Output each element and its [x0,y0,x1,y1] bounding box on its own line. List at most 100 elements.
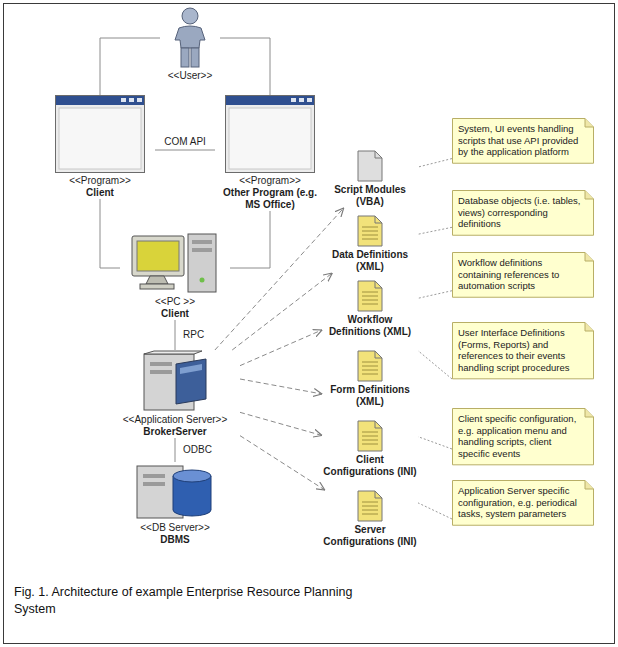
link-line [230,211,270,268]
connector-label: ODBC [181,444,214,456]
dependency-arrow [232,273,332,350]
script-document-icon [357,150,383,182]
note-box: Application Server specific configuratio… [452,480,594,526]
doc-part [362,300,378,301]
program-window-icon [55,95,145,173]
note-box: Database objects (i.e. tables, views) co… [452,190,594,236]
doc-part [362,366,378,367]
stereotype-label: <<Program>> [45,175,155,187]
note-outline [453,191,594,236]
pc-part [192,240,212,244]
database-server: <<DB Server>>DBMS [110,462,240,546]
pc-node-icon [130,232,220,294]
docgrey-part [375,151,382,158]
window-part [291,98,296,102]
doc-part [362,514,378,515]
pc-part [132,236,184,276]
pc-part [192,248,212,252]
window-part [137,98,142,102]
doc-part [358,421,382,451]
note-text: System, UI events handling scripts that … [458,123,582,158]
note-outline [453,253,594,298]
xml-document: Workflow Definitions (XML) [322,280,418,338]
ini-document-icon [357,490,383,522]
node-label: Script Modules (VBA) [322,184,418,208]
note-fold [585,253,594,262]
note-fold [585,409,594,418]
note-fold [585,481,594,490]
doc-part [358,491,382,521]
note-text: Workflow definitions containing referenc… [458,257,582,292]
ini-document-icon [357,420,383,452]
doc-part [362,304,378,305]
window-part [299,98,304,102]
connector-label: RPC [181,329,206,341]
note-leader [418,437,452,449]
note-fold [585,119,594,128]
node-label: Client Configurations (INI) [322,454,418,478]
server-part [180,364,202,374]
node-label: Server Configurations (INI) [322,524,418,548]
doc-part [362,506,378,507]
node-label: Workflow Definitions (XML) [322,314,418,338]
stereotype-label: <<PC >> [120,296,230,308]
xml-document: Data Definitions (XML) [322,215,418,273]
window-part [59,108,141,169]
frame-border [4,4,615,644]
node-label: Data Definitions (XML) [322,249,418,273]
note-box: Client specific configuration, e.g. appl… [452,408,594,465]
program-window: <<Program>>Other Program (e.g. MS Office… [215,95,325,211]
user-actor: <<User>> [160,6,220,82]
node-label: DBMS [110,534,240,546]
stereotype-label: <<DB Server>> [110,522,240,534]
xml-document-icon [357,350,383,382]
note-leader [418,159,452,167]
dependency-arrow [240,330,322,366]
user-part [182,8,198,24]
note-box: User Interface Definitions (Forms, Repor… [452,322,594,379]
doc-part [362,292,378,293]
application-server: <<Application Server>>BrokerServer [110,350,240,438]
doc-part [375,216,382,223]
ini-document: Client Configurations (INI) [322,420,418,478]
note-leader [418,351,452,379]
xml-document-icon [357,280,383,312]
note-text: User Interface Definitions (Forms, Repor… [458,327,582,373]
doc-part [375,491,382,498]
pc-part [140,284,174,289]
note-outline [453,323,594,379]
user-part [175,26,205,48]
node-label: Client [45,187,155,199]
figure-caption: Fig. 1. Architecture of example Enterpri… [14,584,354,618]
user-part [191,48,199,67]
doc-part [358,351,382,381]
doc-part [362,510,378,511]
pc-part [137,241,179,271]
program-window-icon [225,95,315,173]
doc-part [362,444,378,445]
dependency-arrow [240,379,322,394]
doc-part [362,296,378,297]
doc-part [362,374,378,375]
link-line [100,199,120,268]
doc-part [375,281,382,288]
node-label: <<User>> [160,70,220,82]
link-line [175,320,176,350]
db-part [173,470,211,482]
note-text: Client specific configuration, e.g. appl… [458,413,582,459]
xml-document: Form Definitions (XML) [322,350,418,408]
node-label: Client [120,308,230,320]
note-leader [418,291,452,299]
window-part [229,108,311,169]
doc-part [375,421,382,428]
note-box: System, UI events handling scripts that … [452,118,594,164]
doc-part [362,370,378,371]
docgrey-part [358,151,382,181]
note-outline [453,119,594,164]
note-leader [418,227,452,234]
doc-part [362,239,378,240]
doc-part [362,231,378,232]
dependency-arrow [240,436,325,490]
